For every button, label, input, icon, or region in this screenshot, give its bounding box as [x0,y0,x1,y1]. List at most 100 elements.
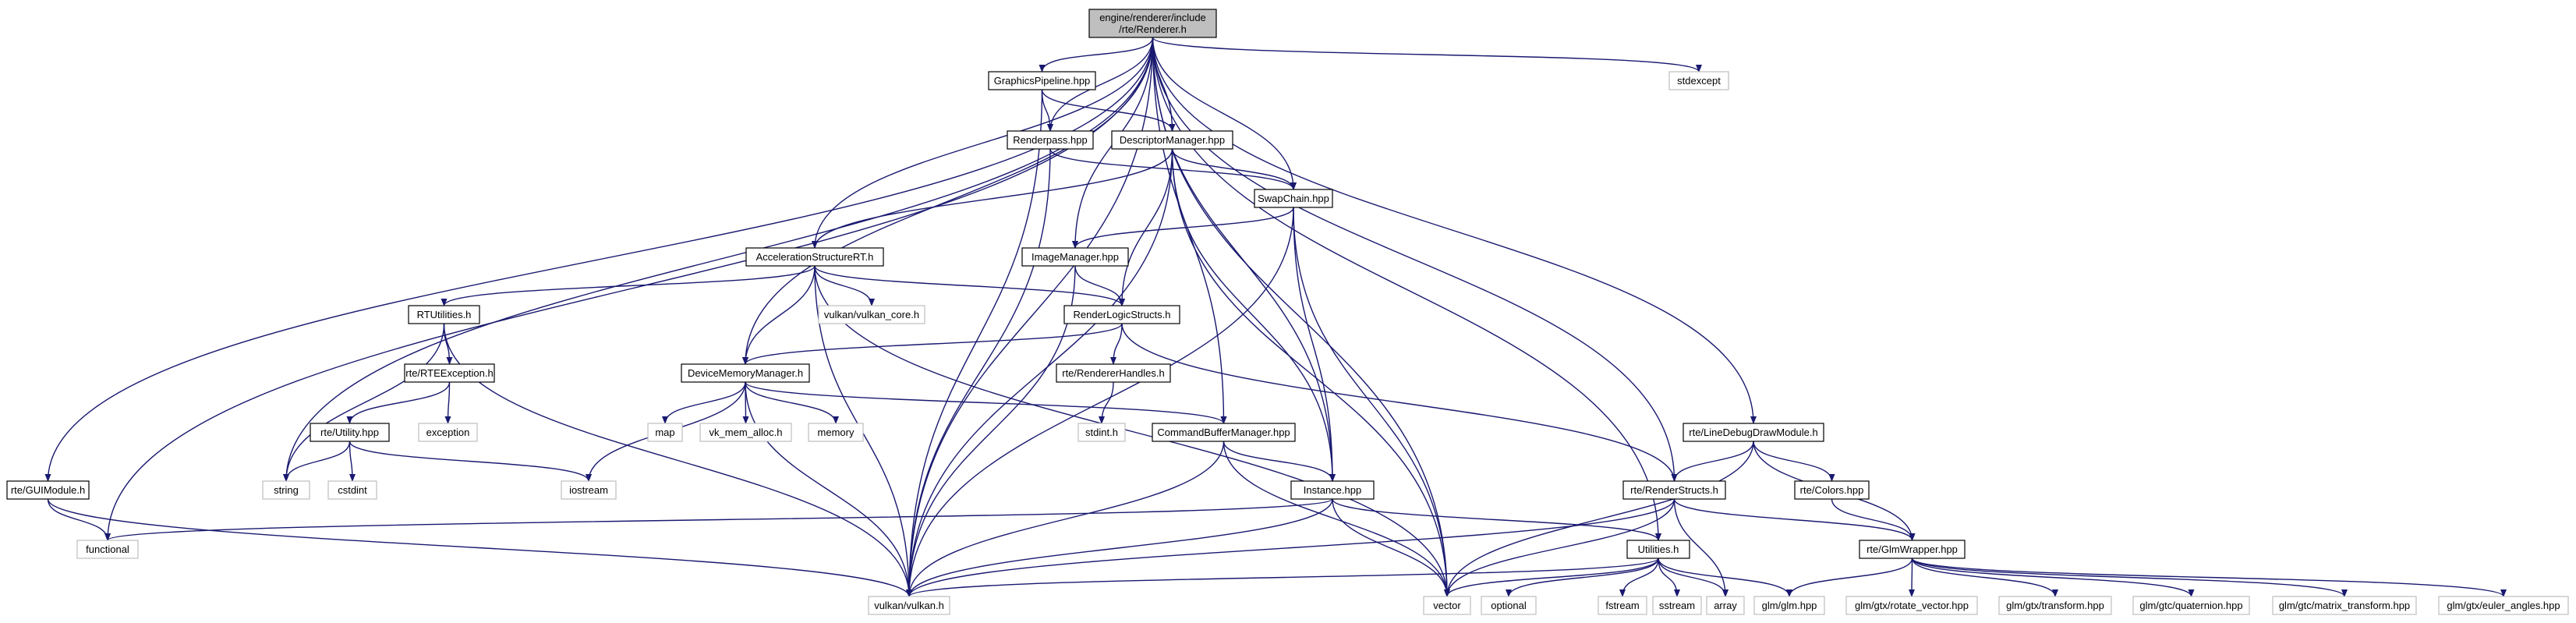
node-rh[interactable]: rte/RendererHandles.h [1056,363,1171,383]
node-box [2272,596,2417,615]
node-vkcore: vulkan/vulkan_core.h [818,305,925,324]
node-label: GraphicsPipeline.hpp [994,75,1091,87]
node-label: vulkan/vulkan.h [874,600,944,611]
edge-rls-to-rh [1110,323,1123,365]
edge-sc-to-inst [1293,207,1336,482]
node-box [647,423,683,442]
node-inst[interactable]: Instance.hpp [1290,480,1375,500]
node-utilities[interactable]: Utilities.h [1626,540,1690,559]
node-box [988,71,1096,90]
node-label: vector [1433,600,1461,611]
edge-rs-to-vector [1444,498,1675,597]
node-label: rte/Utility.hpp [320,427,379,438]
edge-dm-to-as [812,148,1173,249]
node-box [1794,480,1870,500]
edge-rtee-to-exception [444,381,451,424]
node-box [76,540,139,559]
edge-gui-to-vulkan [47,498,912,597]
edge-ldd-to-rs [1671,441,1754,482]
node-box [1111,130,1233,150]
edge-as-to-rls [814,265,1125,306]
node-box [1622,480,1726,500]
node-label: glm/gtx/transform.hpp [2006,600,2104,611]
node-label: sstream [1659,600,1695,611]
node-optional: optional [1481,596,1537,615]
edge-glmw-to-rotvec [1909,558,1916,597]
node-renderer[interactable]: engine/renderer/include/rte/Renderer.h [1088,9,1217,38]
node-label: ImageManager.hpp [1031,251,1119,263]
node-rotvec: glm/gtx/rotate_vector.hpp [1845,596,1978,615]
edge-renderer-to-rs [1152,37,1678,482]
node-box [262,480,310,500]
node-box [561,480,617,500]
node-fstream: fstream [1598,596,1647,615]
edge-dm-to-inst [1171,148,1336,482]
node-box [1626,540,1690,559]
edge-cbm-to-vulkan [906,441,1225,597]
node-box [1152,423,1296,442]
node-cstdint: cstdint [327,480,377,500]
node-gp[interactable]: GraphicsPipeline.hpp [988,71,1096,90]
node-dm[interactable]: DescriptorManager.hpp [1111,130,1233,150]
node-box [1706,596,1745,615]
node-rtee[interactable]: rte/RTEException.h [404,363,495,383]
edge-as-to-dmm [742,265,816,365]
edge-rh-to-stdint [1099,381,1114,424]
node-label: engine/renderer/include [1099,12,1206,23]
edge-util-to-iostream [349,441,592,482]
node-vma: vk_mem_alloc.h [699,423,792,442]
edge-renderer-to-vector [1152,37,1450,597]
node-label: glm/gtx/rotate_vector.hpp [1855,600,1969,611]
node-glm: glm/glm.hpp [1753,596,1825,615]
node-label: fstream [1605,600,1639,611]
node-array: array [1706,596,1745,615]
node-label: rte/LineDebugDrawModule.h [1689,427,1817,438]
node-rtu[interactable]: RTUtilities.h [408,305,480,324]
file-nodes: engine/renderer/include/rte/Renderer.hGr… [6,9,2569,615]
node-rls[interactable]: RenderLogicStructs.h [1063,305,1180,324]
edge-dmm-to-cbm [745,381,1227,424]
node-colors[interactable]: rte/Colors.hpp [1794,480,1870,500]
node-rs[interactable]: rte/RenderStructs.h [1622,480,1726,500]
node-mattr: glm/gtc/matrix_transform.hpp [2272,596,2417,615]
node-dmm[interactable]: DeviceMemoryManager.h [681,363,810,383]
node-as[interactable]: AccelerationStructureRT.h [745,247,884,267]
node-label: rte/Colors.hpp [1800,484,1864,496]
edge-colors-to-glmw [1831,498,1916,541]
node-sc[interactable]: SwapChain.hpp [1254,189,1333,208]
edge-dm-to-vulkan [906,148,1173,597]
edge-rls-to-dmm [742,323,1123,365]
edge-dm-to-sc [1171,148,1297,190]
node-box [1077,423,1126,442]
node-functional: functional [76,540,139,559]
node-box [1290,480,1375,500]
node-ldd[interactable]: rte/LineDebugDrawModule.h [1683,423,1824,442]
edge-as-to-vector [814,265,1450,597]
edge-inst-to-vector [1332,498,1450,597]
edge-renderer-to-as [812,37,1154,249]
node-util[interactable]: rte/Utility.hpp [310,423,390,442]
node-cbm[interactable]: CommandBufferManager.hpp [1152,423,1296,442]
node-box [6,480,90,500]
edge-renderer-to-functional [104,37,1154,541]
edge-sc-to-vector [1293,207,1450,597]
dependency-edges [44,37,2507,597]
edge-glmw-to-mattr [1911,558,2348,597]
edge-utilities-to-vulkan [906,558,1659,597]
node-glmw[interactable]: rte/GlmWrapper.hpp [1859,540,1966,559]
node-box [404,363,495,383]
node-box [745,247,884,267]
node-label: RTUtilities.h [417,309,472,320]
node-label: vulkan/vulkan_core.h [824,309,919,320]
node-im[interactable]: ImageManager.hpp [1021,247,1129,267]
node-box [1021,247,1129,267]
edge-inst-to-utilities [1332,498,1661,541]
edge-glmw-to-quat [1911,558,2195,597]
node-rp[interactable]: Renderpass.hpp [1007,130,1094,150]
node-memory: memory [808,423,864,442]
node-gui[interactable]: rte/GUIModule.h [6,480,90,500]
node-label: map [655,427,674,438]
edge-dmm-to-vulkan [745,381,912,597]
node-box [1088,9,1217,38]
